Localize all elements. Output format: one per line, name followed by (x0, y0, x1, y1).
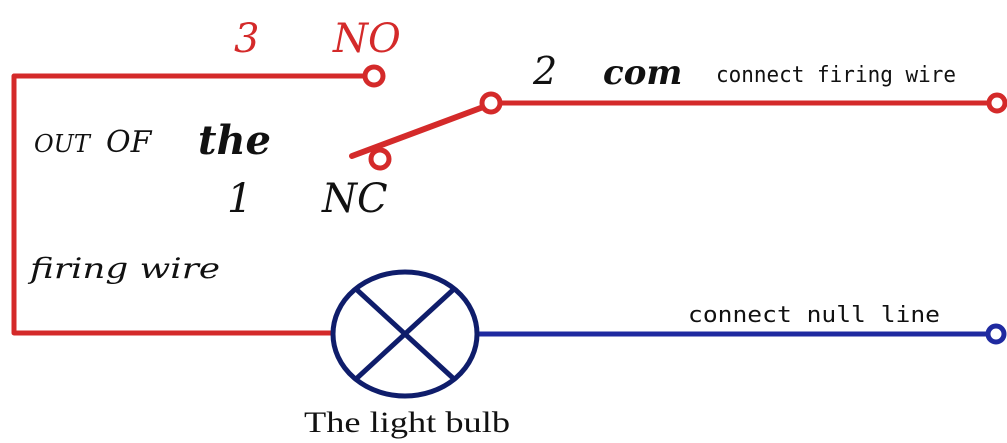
com-terminal (479, 91, 503, 115)
firing-input-terminal (986, 92, 1007, 114)
null-line-terminal (985, 323, 1007, 345)
of-word-label: OF (106, 125, 153, 160)
nc-number-label: 1 (227, 176, 252, 222)
bulb-caption-label: The light bulb (304, 406, 510, 439)
nc-terminal (368, 147, 392, 171)
no-number-label: 3 (234, 16, 259, 62)
no-terminal (362, 64, 386, 88)
com-caption-label: connect firing wire (716, 63, 956, 88)
com-text-label: com (603, 53, 682, 93)
light-bulb-icon (330, 269, 480, 399)
switch-lever (349, 103, 489, 159)
firing-wire-label: firing wire (27, 252, 220, 285)
firing-wire-loop (11, 73, 371, 336)
null-line-label: connect null line (688, 303, 940, 328)
the-word-label: the (198, 117, 271, 164)
nc-text-label: NC (321, 176, 388, 222)
out-word-label: OUT (34, 130, 92, 158)
com-number-label: 2 (532, 49, 557, 93)
no-text-label: NO (332, 16, 401, 62)
